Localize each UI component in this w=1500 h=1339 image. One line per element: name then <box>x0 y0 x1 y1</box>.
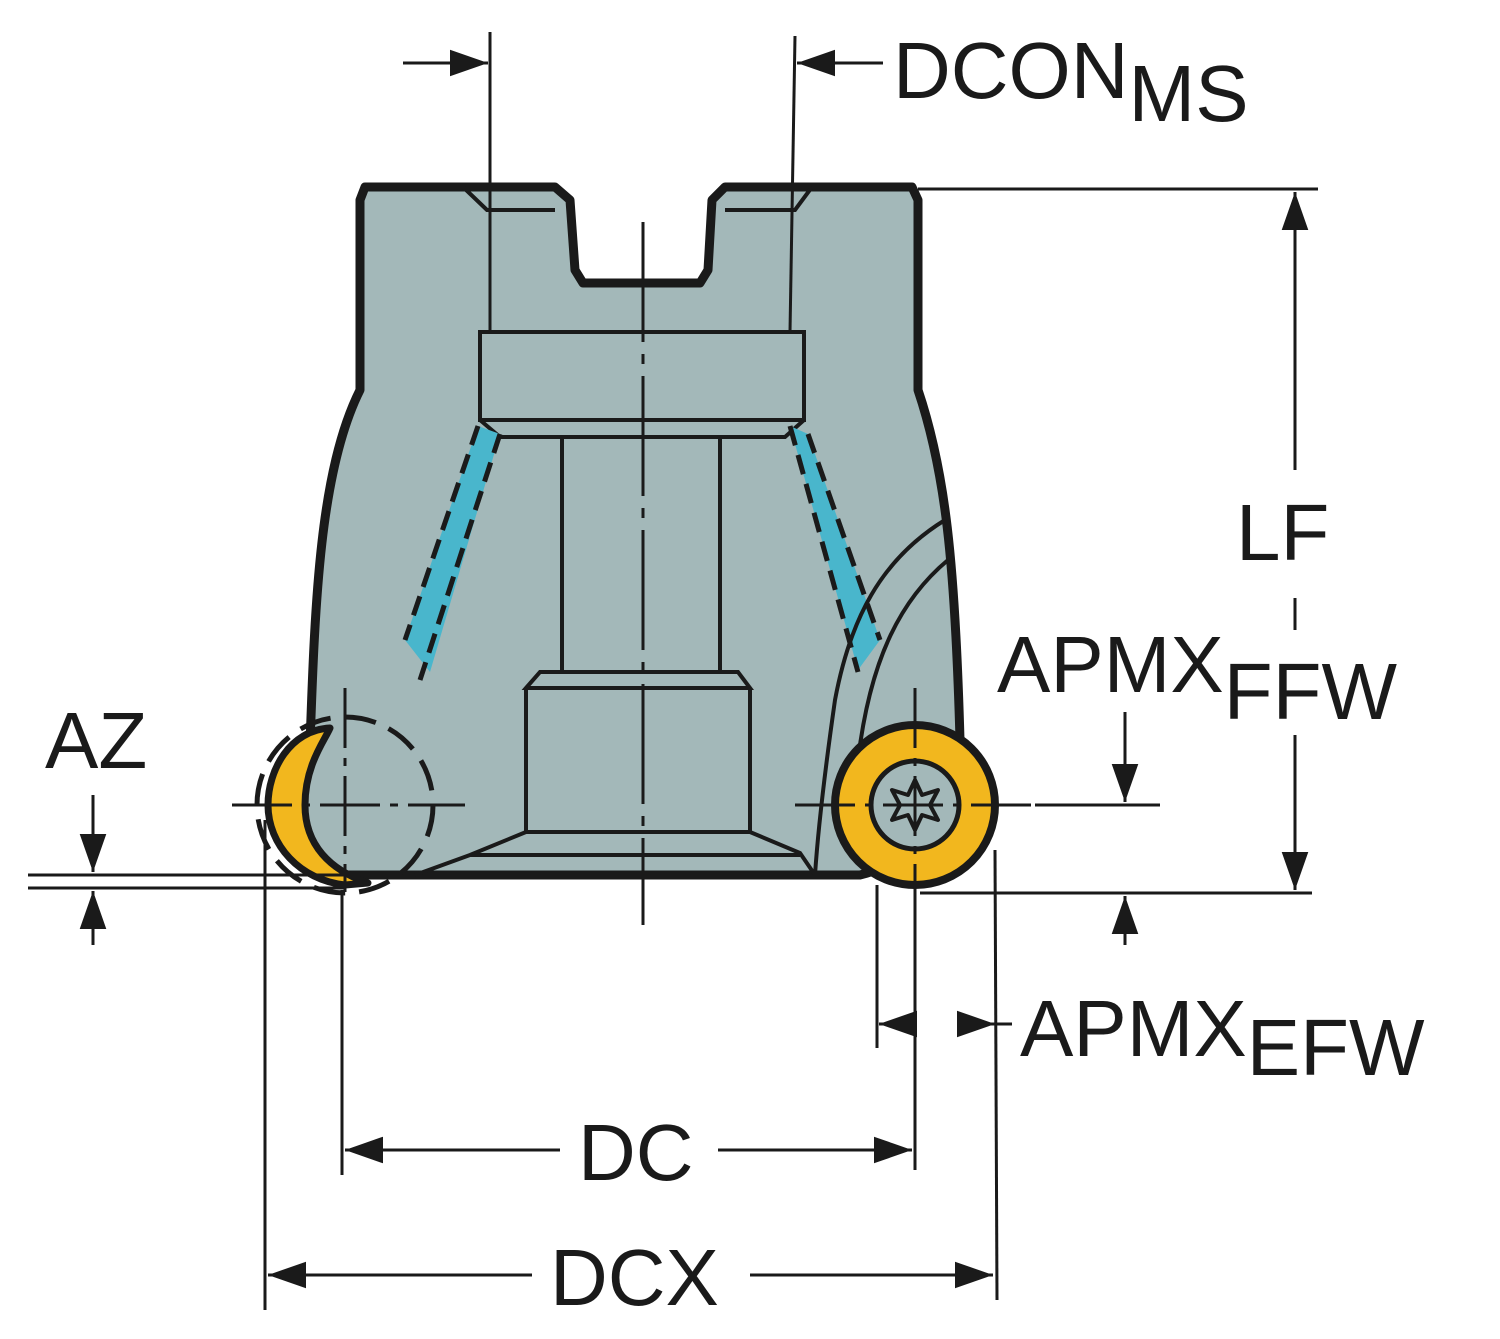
top-chamfers <box>461 185 814 212</box>
dimension-lines <box>28 32 1318 1310</box>
label-dcx: DCX <box>550 1233 719 1322</box>
label-lf: LF <box>1236 488 1329 577</box>
label-az: AZ <box>45 696 147 785</box>
coolant-channel-right <box>787 425 883 673</box>
label-dc: DC <box>578 1108 694 1197</box>
chip-pocket <box>813 518 950 876</box>
label-dcon: DCONMS <box>893 26 1249 138</box>
center-lines <box>232 222 1035 925</box>
label-apmx-ffw: APMXFFW <box>997 620 1397 736</box>
label-apmx-efw: APMXEFW <box>1020 984 1425 1092</box>
coolant-channel-left <box>402 425 503 681</box>
